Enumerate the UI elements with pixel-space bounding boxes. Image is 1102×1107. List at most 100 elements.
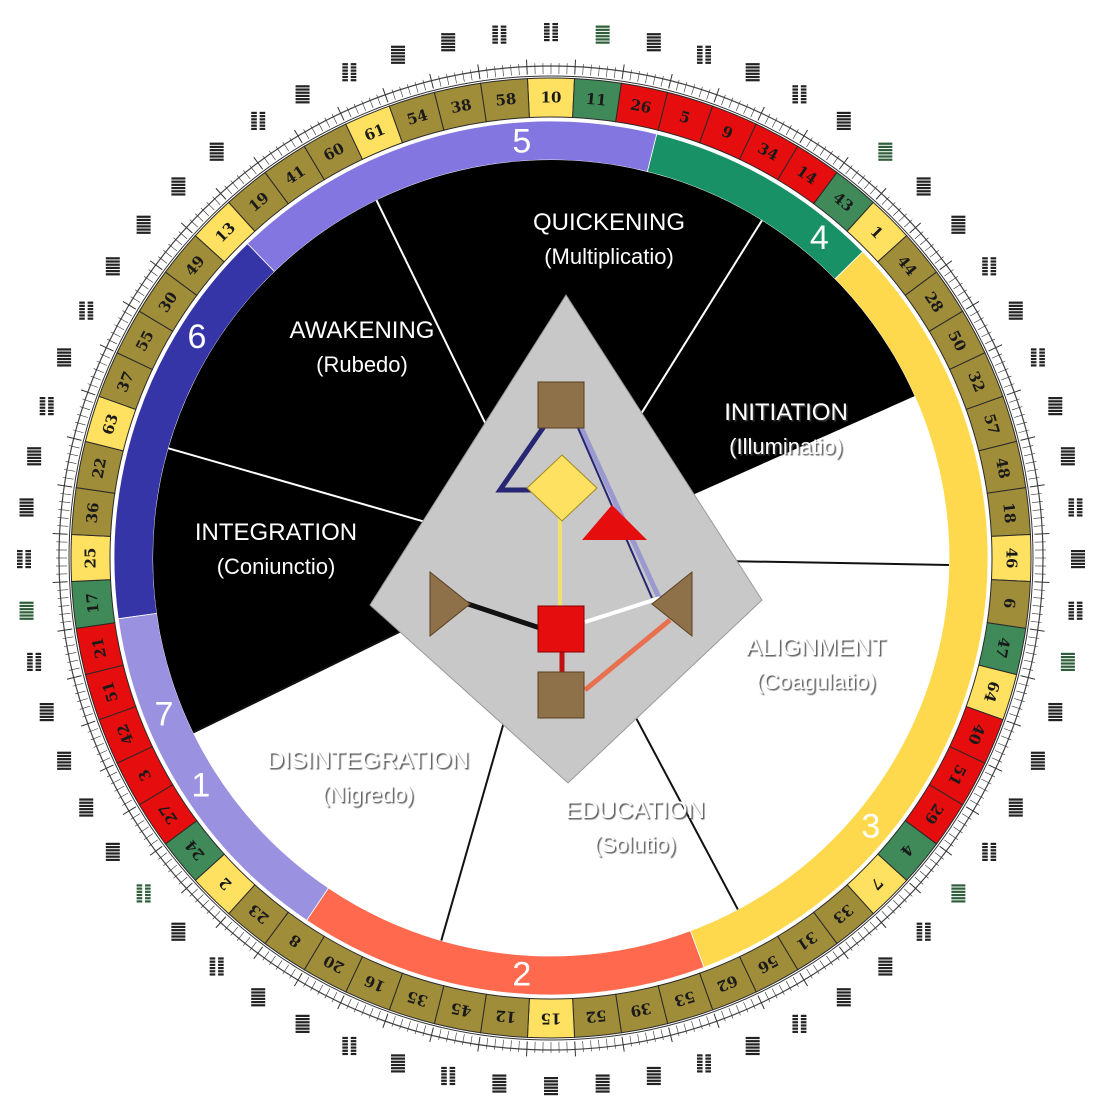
tick-mark bbox=[706, 1016, 711, 1027]
tick-mark bbox=[77, 414, 88, 418]
tick-mark bbox=[984, 338, 996, 345]
tick-mark bbox=[875, 187, 887, 200]
channel-line bbox=[583, 618, 672, 692]
tick-mark bbox=[893, 207, 902, 216]
tick-mark bbox=[764, 991, 771, 1003]
center-diamond bbox=[369, 294, 763, 784]
tick-mark bbox=[645, 1032, 648, 1044]
tick-mark bbox=[382, 88, 389, 103]
gate-number: 26 bbox=[629, 95, 653, 117]
gate-number: 15 bbox=[541, 1010, 562, 1028]
tick-mark bbox=[200, 900, 209, 909]
tick-mark bbox=[148, 269, 158, 277]
tick-mark bbox=[1028, 636, 1040, 639]
tick-mark bbox=[1022, 667, 1034, 671]
gate-number: 35 bbox=[405, 987, 430, 1010]
stage-number: 2 bbox=[512, 955, 531, 993]
tick-mark bbox=[1011, 705, 1023, 710]
tick-mark bbox=[143, 276, 154, 283]
tick-mark bbox=[57, 597, 69, 599]
hexagram-icon bbox=[544, 1077, 558, 1096]
tick-mark bbox=[376, 94, 381, 106]
tick-mark bbox=[118, 792, 129, 799]
gate-number: 39 bbox=[629, 999, 653, 1021]
tick-mark bbox=[391, 89, 396, 100]
tick-mark bbox=[63, 469, 75, 472]
tick-mark bbox=[446, 1031, 450, 1042]
tick-mark bbox=[212, 911, 221, 920]
tick-mark bbox=[652, 1031, 656, 1042]
tick-mark bbox=[215, 916, 227, 929]
tick-mark bbox=[668, 73, 673, 89]
tick-mark bbox=[1006, 720, 1021, 727]
hexagram-icon bbox=[105, 257, 120, 276]
tick-mark bbox=[924, 243, 934, 252]
tick-mark bbox=[1016, 690, 1028, 695]
tick-mark bbox=[988, 344, 1003, 352]
hexagram-icon bbox=[251, 988, 266, 1007]
tick-mark bbox=[1033, 525, 1045, 527]
tick-mark bbox=[1018, 682, 1030, 687]
hexagram-icon bbox=[251, 111, 266, 131]
tick-mark bbox=[1033, 597, 1045, 599]
tick-mark bbox=[970, 310, 980, 317]
tick-mark bbox=[637, 70, 640, 82]
tick-mark bbox=[613, 67, 616, 79]
tick-mark bbox=[590, 1040, 592, 1052]
tick-mark bbox=[919, 870, 929, 879]
tick-mark bbox=[361, 1005, 367, 1016]
tick-mark bbox=[163, 250, 173, 258]
tick-mark bbox=[1024, 659, 1035, 663]
tick-mark bbox=[58, 509, 70, 511]
tick-mark bbox=[613, 1037, 616, 1049]
tick-mark bbox=[582, 1040, 584, 1052]
tick-mark bbox=[574, 1041, 576, 1057]
gate-number: 46 bbox=[1003, 548, 1021, 569]
gate-number: 48 bbox=[992, 456, 1014, 480]
root-center bbox=[537, 671, 585, 719]
tick-mark bbox=[713, 88, 720, 103]
tick-mark bbox=[189, 888, 198, 897]
tick-mark bbox=[914, 876, 924, 885]
tick-mark bbox=[785, 125, 792, 136]
hexagram-icon bbox=[39, 397, 54, 416]
hexagram-icon bbox=[595, 25, 610, 44]
hexagram-icon bbox=[342, 1036, 357, 1056]
tick-mark bbox=[52, 533, 68, 535]
tick-mark bbox=[243, 936, 251, 946]
tick-mark bbox=[728, 1008, 734, 1019]
tick-mark bbox=[130, 296, 141, 303]
hexagram-icon bbox=[57, 348, 72, 367]
tick-mark bbox=[1014, 414, 1025, 418]
tick-mark bbox=[977, 785, 988, 792]
tick-mark bbox=[838, 156, 849, 170]
tick-mark bbox=[683, 81, 688, 93]
tick-mark bbox=[494, 1038, 496, 1050]
tick-mark bbox=[57, 589, 69, 591]
tick-inner-circle bbox=[68, 75, 1034, 1041]
tick-mark bbox=[832, 155, 840, 165]
tick-mark bbox=[893, 900, 902, 909]
tick-mark bbox=[944, 269, 954, 277]
gate-number: 21 bbox=[88, 636, 110, 660]
phase-latin: (Coagulatio) bbox=[756, 669, 876, 694]
tick-mark bbox=[929, 858, 939, 866]
tick-mark bbox=[399, 1018, 404, 1030]
tick-mark bbox=[957, 289, 968, 296]
hexagram-icon bbox=[1068, 498, 1083, 517]
stage-number: 5 bbox=[512, 123, 531, 161]
tick-mark bbox=[414, 81, 419, 93]
hexagram-icon bbox=[916, 922, 931, 941]
tick-mark bbox=[99, 764, 114, 772]
gate-number: 36 bbox=[83, 502, 103, 525]
tick-mark bbox=[904, 888, 913, 897]
tick-mark bbox=[87, 383, 99, 388]
tick-mark bbox=[122, 310, 132, 317]
tick-mark bbox=[93, 742, 104, 748]
tick-mark bbox=[173, 870, 183, 879]
tick-mark bbox=[189, 219, 198, 228]
tick-mark bbox=[224, 921, 233, 931]
tick-mark bbox=[991, 353, 1003, 359]
hexagram-icon bbox=[342, 63, 357, 82]
hexagram-icon bbox=[836, 111, 851, 131]
